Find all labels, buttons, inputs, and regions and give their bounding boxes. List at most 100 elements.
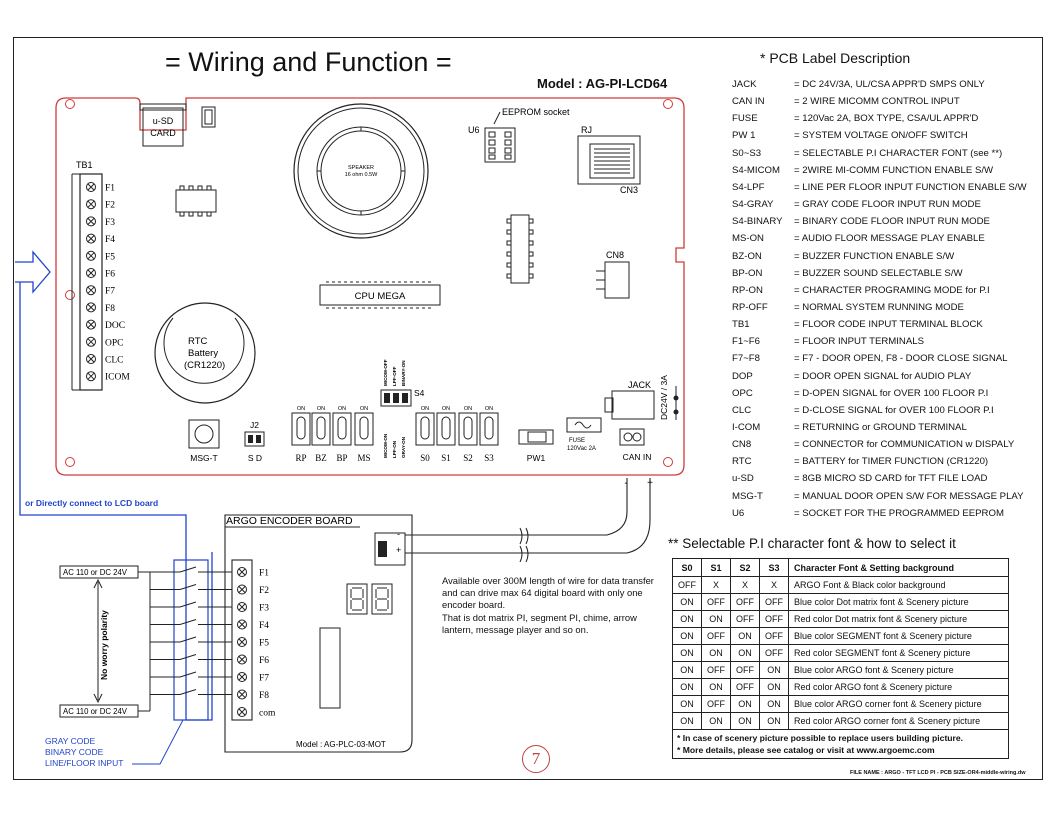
- pcb-label-key: RP-ON: [732, 284, 763, 296]
- pcb-label-value: = SYSTEM VOLTAGE ON/OFF SWITCH: [794, 130, 968, 142]
- jack-label: JACK: [628, 380, 651, 390]
- encoder-terminal-label: F4: [259, 621, 269, 631]
- usd-card: [142, 107, 184, 147]
- fuse-label-1: FUSE: [569, 438, 585, 444]
- font-table-cell: Blue color SEGMENT font & Scenery pictur…: [788, 627, 1009, 645]
- switch-label: S1: [441, 453, 451, 463]
- contact-line: [150, 636, 232, 643]
- pcb-label-key: OPC: [732, 387, 753, 399]
- cn8-label: CN8: [606, 250, 624, 260]
- font-table: S0 S1 S2 S3 Character Font & Setting bac…: [672, 558, 1009, 759]
- pcb-label-value: = 2 WIRE MICOMM CONTROL INPUT: [794, 96, 960, 108]
- pcb-label-key: BZ-ON: [732, 250, 762, 262]
- pcb-label-value: = DOOR OPEN SIGNAL for AUDIO PLAY: [794, 370, 972, 382]
- font-table-cell: ON: [672, 610, 702, 628]
- eeprom-label: EEPROM socket: [502, 107, 570, 117]
- ic-vertical: [510, 214, 530, 284]
- can-wire-2: [405, 478, 651, 554]
- pcb-label-key: CN8: [732, 439, 752, 451]
- font-table-cell: Red color ARGO corner font & Scenery pic…: [788, 712, 1009, 730]
- font-table-cell: ON: [759, 695, 789, 713]
- availability-note: Available over 300M length of wire for d…: [442, 575, 654, 635]
- can-minus: -: [624, 478, 627, 489]
- tb1-terminal-label: F1: [105, 184, 115, 194]
- j2-label: J2: [250, 420, 259, 430]
- tb1-label: TB1: [76, 160, 93, 170]
- font-table-header: S0: [672, 558, 702, 577]
- tb1-screw: [86, 233, 96, 244]
- page-number: 7: [522, 745, 550, 773]
- font-table-cell: Red color SEGMENT font & Scenery picture: [788, 644, 1009, 662]
- file-name: FILE NAME : ARGO - TFT LCD PI - PCB SIZE…: [850, 770, 1026, 776]
- tb1-screw: [86, 371, 96, 382]
- pcb-label-value: = CONNECTOR for COMMUNICATION w DISPALY: [794, 439, 1015, 451]
- switch-label: S3: [484, 453, 494, 463]
- msgt-label: MSG-T: [190, 453, 217, 463]
- font-table-cell: X: [701, 576, 731, 594]
- pcb-label-value: = FLOOR CODE INPUT TERMINAL BLOCK: [794, 319, 983, 331]
- encoder-screw: [237, 707, 247, 717]
- encoder-minus: -: [397, 529, 400, 539]
- tb1-screw: [86, 354, 96, 364]
- pw1-switch: [518, 429, 554, 445]
- pcb-label-value: = 120Vac 2A, BOX TYPE, CSA/UL APPR'D: [794, 113, 979, 125]
- encoder-screw: [237, 637, 247, 647]
- switch-on-label: ON: [442, 406, 450, 412]
- pcb-label-value: = AUDIO FLOOR MESSAGE PLAY ENABLE: [794, 233, 985, 245]
- speaker-label-1: SPEAKER: [348, 165, 374, 171]
- tb1-terminal-label: F3: [105, 218, 115, 228]
- switch-on-label: ON: [360, 406, 368, 412]
- font-table-header: S2: [730, 558, 760, 577]
- encoder-terminal-label: F1: [259, 569, 269, 579]
- encoder-board: [224, 514, 413, 753]
- pcb-label-key: FUSE: [732, 113, 758, 125]
- pw1-label: PW1: [527, 453, 546, 463]
- usd-label-1: u-SD: [153, 116, 174, 126]
- encoder-plus: +: [396, 545, 401, 555]
- pcb-label-key: MSG-T: [732, 490, 763, 502]
- pcb-label-value: = BATTERY for TIMER FUNCTION (CR1220): [794, 456, 989, 468]
- pcb-label-value: = RETURNING or GROUND TERMINAL: [794, 422, 967, 433]
- font-table-cell: ON: [701, 712, 731, 730]
- pcb-label-value: = DC 24V/3A, UL/CSA APPR'D SMPS ONLY: [794, 79, 985, 90]
- pcb-label-key: S4-MICOM: [732, 164, 780, 176]
- font-table-cell: ON: [672, 678, 702, 696]
- font-table-cell: ON: [759, 678, 789, 696]
- switch-label: S2: [463, 453, 473, 463]
- font-table-cell: Blue color ARGO corner font & Scenery pi…: [788, 695, 1009, 713]
- contact-line: [150, 689, 232, 695]
- contact-line: [150, 654, 232, 660]
- eeprom-socket: [484, 127, 516, 163]
- font-table-cell: ON: [672, 627, 702, 645]
- pcb-label-value: = MANUAL DOOR OPEN S/W FOR MESSAGE PLAY: [794, 490, 1024, 502]
- pcb-label-value: = NORMAL SYSTEM RUNNING MODE: [794, 301, 964, 313]
- tb1-screw: [86, 319, 96, 330]
- switch-on-label: ON: [421, 406, 429, 412]
- pcb-label-key: CAN IN: [732, 96, 765, 108]
- j2-jumper: [244, 431, 265, 447]
- code-label-2: BINARY CODE: [45, 747, 104, 757]
- contact-line: [150, 566, 232, 573]
- switch-ms: [354, 412, 374, 446]
- switch-s2: [458, 412, 478, 446]
- encoder-terminal-label: F3: [259, 604, 269, 614]
- font-table-cell: Blue color ARGO font & Scenery picture: [788, 661, 1009, 679]
- speaker: [293, 103, 429, 239]
- font-table-cell: ON: [701, 644, 731, 662]
- ic-8pin: [175, 189, 217, 213]
- tb1-terminal-label: ICOM: [105, 373, 130, 383]
- pcb-label-key: RTC: [732, 456, 752, 468]
- font-table-cell: ON: [730, 712, 760, 730]
- font-table-cell: OFF: [730, 610, 760, 628]
- pcb-label-value: = FLOOR INPUT TERMINALS: [794, 336, 924, 348]
- encoder-terminal-label: F5: [259, 639, 269, 649]
- font-table-header: Character Font & Setting background: [788, 558, 1009, 577]
- encoder-ic: [319, 627, 341, 709]
- tb1-screw: [86, 285, 96, 296]
- fuse: [566, 417, 602, 433]
